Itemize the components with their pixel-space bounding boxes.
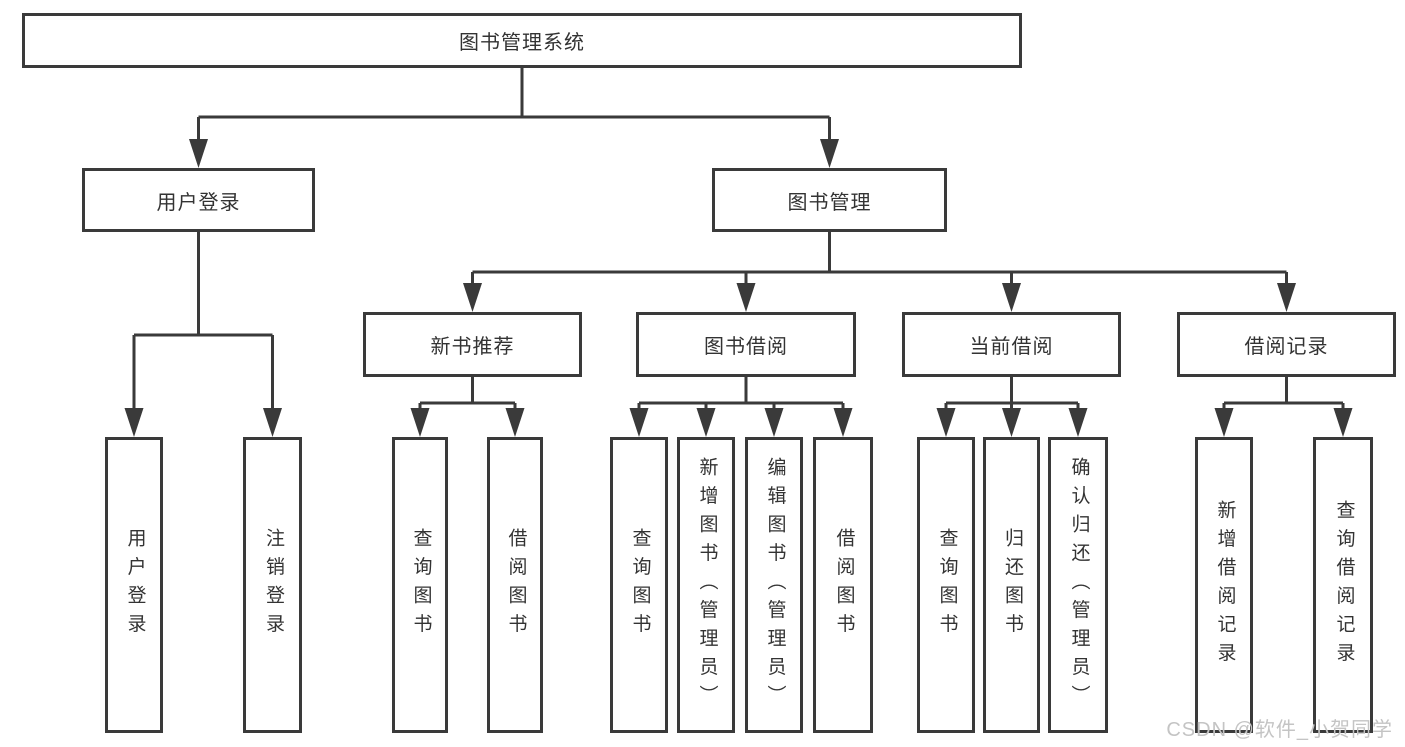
leaf-label: 确认归还（管理员） (1068, 456, 1090, 714)
watermark: CSDN @软件_小贺同学 (1166, 719, 1393, 741)
leaf-label: 查询借阅记录 (1333, 499, 1355, 671)
leaf-label: 借阅图书 (833, 528, 855, 642)
node-leaf-add-book-admin: 新增图书（管理员） (677, 437, 735, 733)
leaf-label: 新增借阅记录 (1214, 499, 1236, 671)
node-leaf-confirm-return-admin: 确认归还（管理员） (1048, 437, 1108, 733)
node-library-system: 图书管理系统 (22, 13, 1022, 68)
node-leaf-user-login: 用户登录 (105, 437, 163, 733)
node-new-book-recommend-label: 新书推荐 (430, 336, 515, 358)
node-user-login-label: 用户登录 (156, 191, 241, 214)
node-book-management: 图书管理 (712, 168, 947, 232)
leaf-label: 新增图书（管理员） (696, 456, 718, 714)
node-leaf-query-borrow-record: 查询借阅记录 (1313, 437, 1373, 733)
node-leaf-query-books-1: 查询图书 (392, 437, 448, 733)
node-leaf-query-books-2: 查询图书 (610, 437, 668, 733)
node-user-login: 用户登录 (82, 168, 315, 232)
node-borrowing-records: 借阅记录 (1177, 312, 1396, 377)
leaf-label: 归还图书 (1001, 528, 1023, 642)
leaf-label: 编辑图书（管理员） (764, 456, 786, 714)
node-library-system-label: 图书管理系统 (459, 32, 585, 54)
leaf-label: 借阅图书 (505, 528, 527, 642)
node-leaf-borrow-books-2: 借阅图书 (813, 437, 873, 733)
node-leaf-add-borrow-record: 新增借阅记录 (1195, 437, 1253, 733)
node-book-borrowing-label: 图书借阅 (704, 336, 788, 358)
node-book-borrowing: 图书借阅 (636, 312, 856, 377)
node-current-borrowing-label: 当前借阅 (969, 336, 1054, 358)
node-borrowing-records-label: 借阅记录 (1244, 336, 1329, 358)
leaf-label: 用户登录 (124, 528, 146, 642)
node-leaf-return-book: 归还图书 (983, 437, 1040, 733)
node-leaf-logout: 注销登录 (243, 437, 302, 733)
leaf-label: 注销登录 (262, 528, 284, 642)
node-current-borrowing: 当前借阅 (902, 312, 1121, 377)
leaf-label: 查询图书 (629, 528, 651, 642)
leaf-label: 查询图书 (936, 528, 958, 642)
leaf-label: 查询图书 (410, 528, 432, 642)
node-leaf-borrow-books-1: 借阅图书 (487, 437, 543, 733)
node-leaf-edit-book-admin: 编辑图书（管理员） (745, 437, 803, 733)
node-leaf-query-books-3: 查询图书 (917, 437, 975, 733)
node-new-book-recommend: 新书推荐 (363, 312, 582, 377)
node-book-management-label: 图书管理 (787, 191, 872, 214)
